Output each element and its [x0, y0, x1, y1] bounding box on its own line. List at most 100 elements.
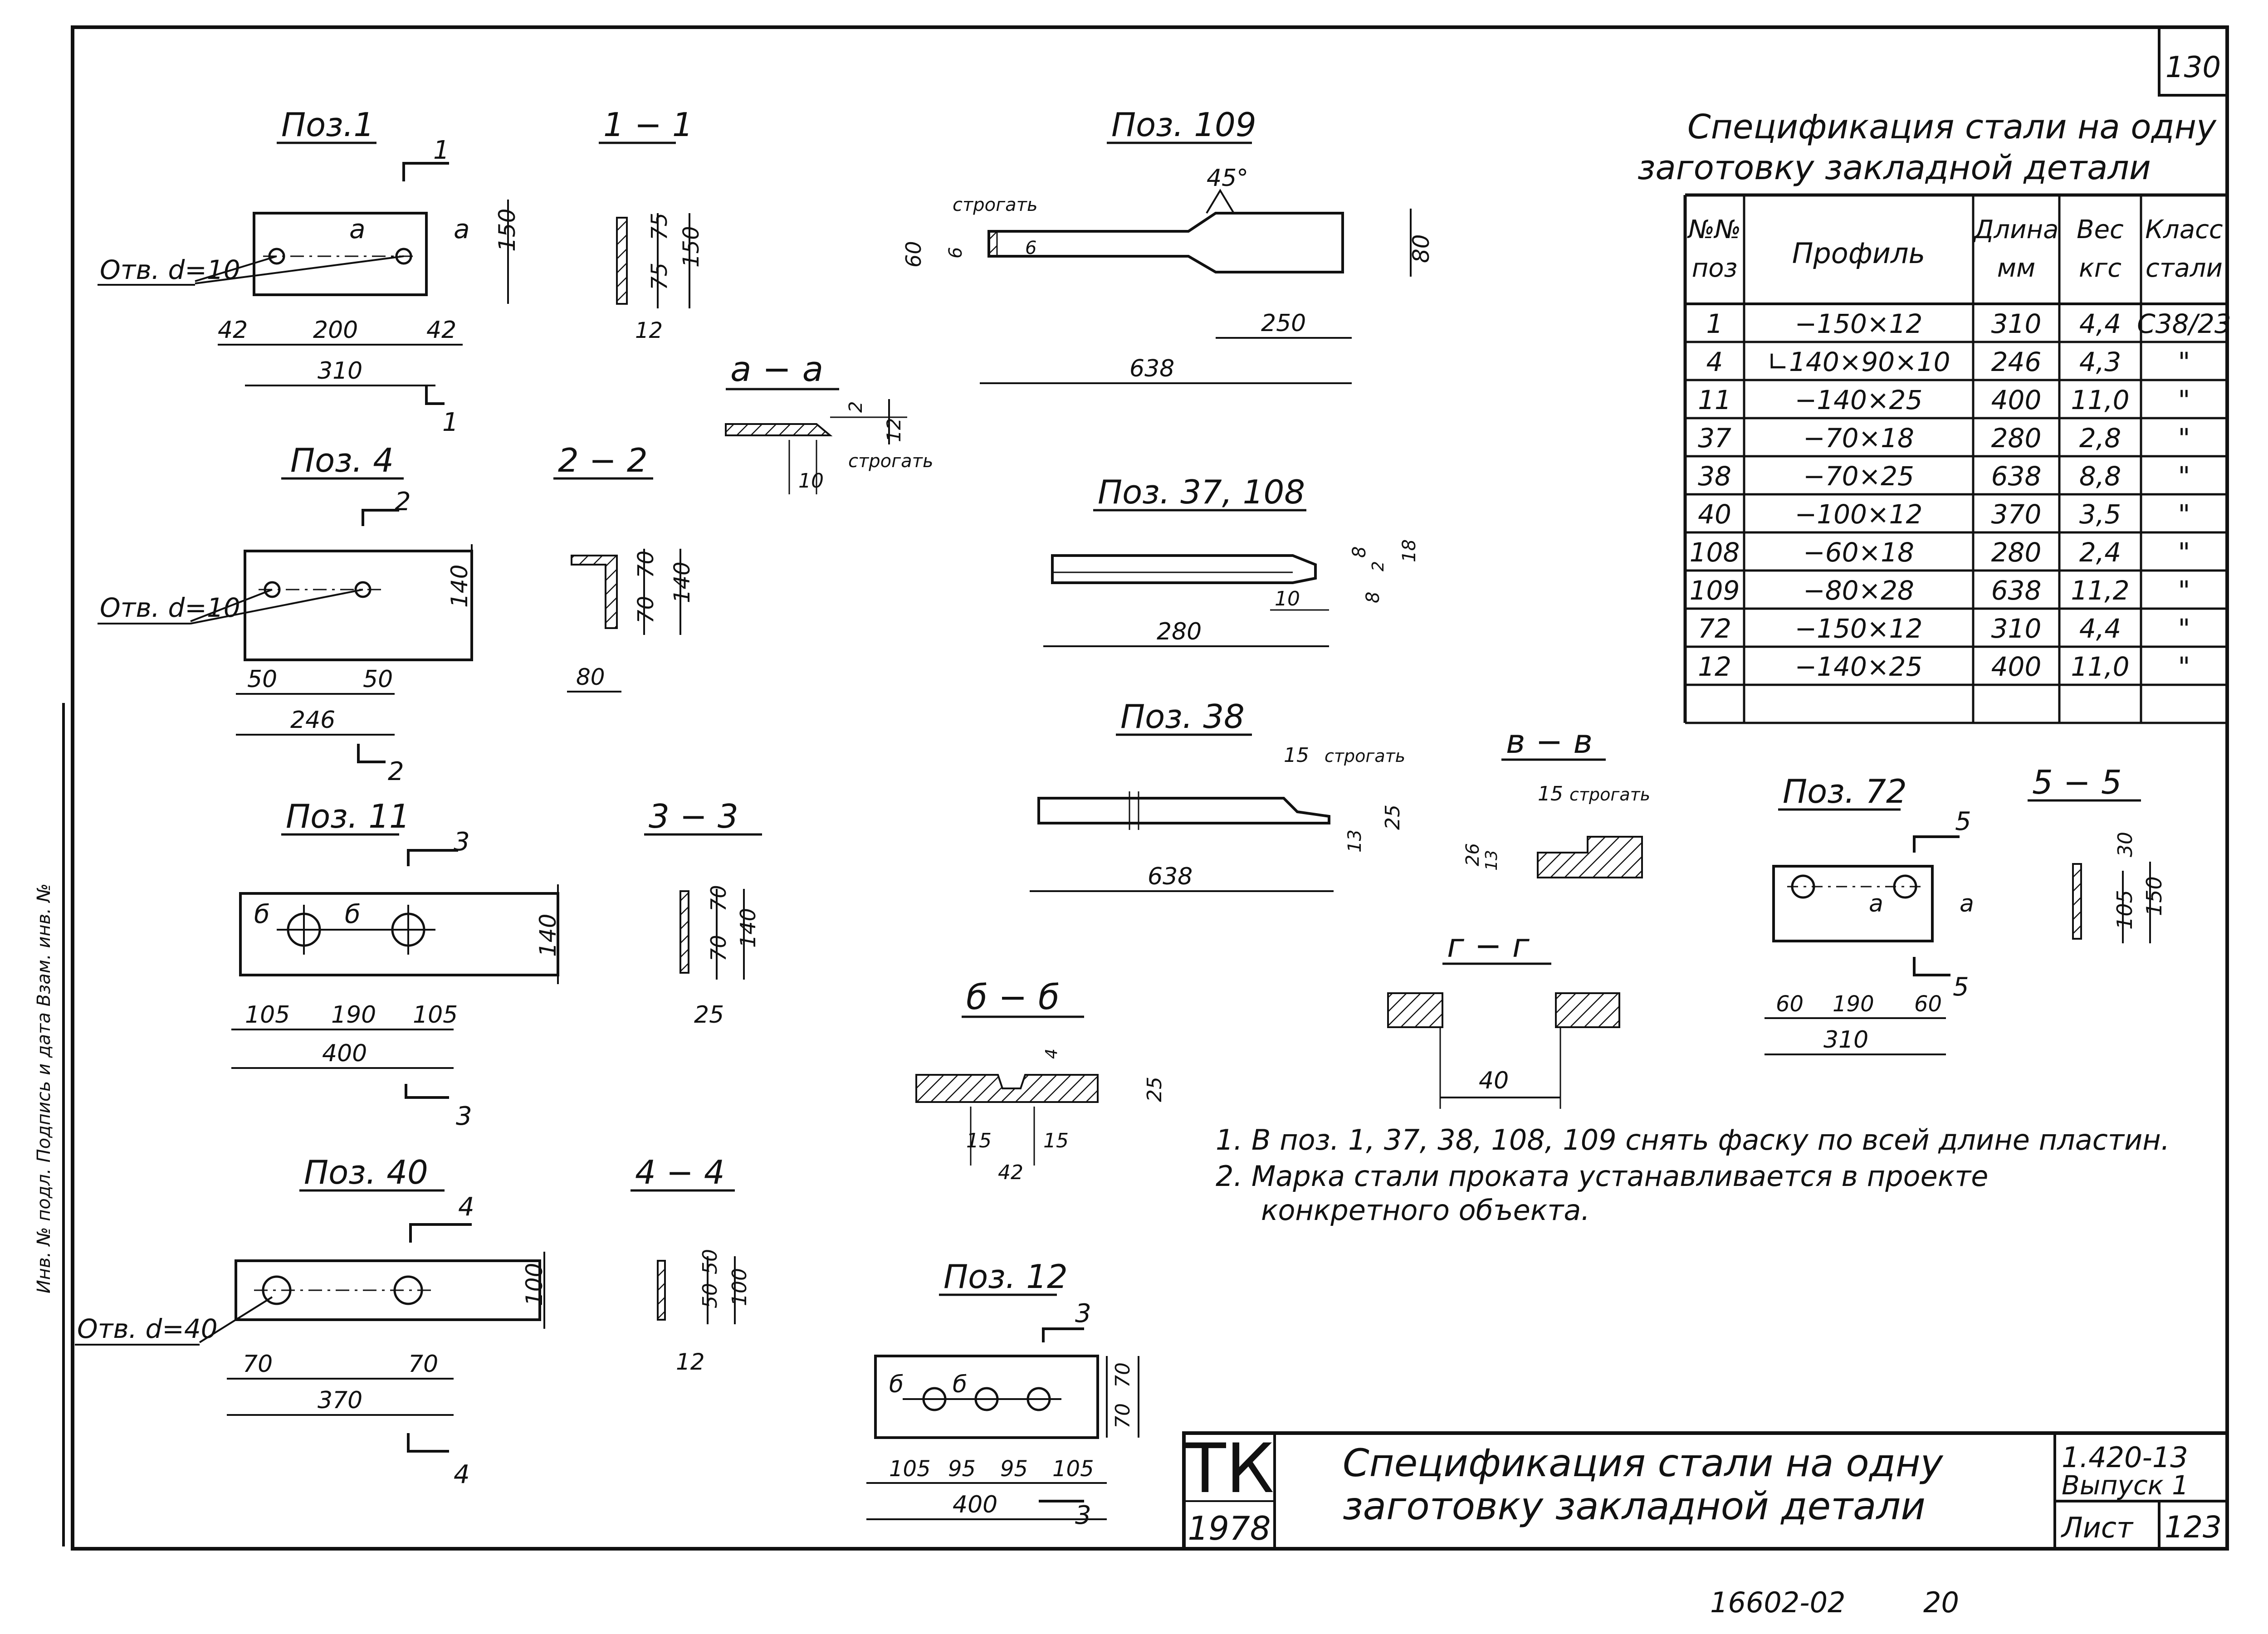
view-section-5-5: 5 − 5 30 105 150 [2028, 763, 2166, 943]
poz12-dim-3: 105 [1052, 1456, 1094, 1482]
poz11-dim-1: 190 [331, 1001, 376, 1029]
sheet-number: 123 [2165, 1510, 2222, 1545]
table-cell: −150×12 [1795, 308, 1923, 339]
table-cell: 4,4 [2079, 613, 2121, 644]
poz40-hole-label: Отв. d=40 [77, 1313, 218, 1344]
view-section-a-a: а − а 2 12 10 строгать [725, 349, 934, 494]
poz109-dim-3: 80 [1408, 234, 1434, 263]
bb-dim-3: 15 [1043, 1129, 1069, 1152]
poz72-dim-3: 310 [1823, 1026, 1868, 1054]
poz38-dim-3: 638 [1148, 863, 1193, 890]
poz11-dim-0: 105 [245, 1001, 290, 1029]
poz12-dim-4: 400 [953, 1491, 997, 1518]
table-header: Профиль [1792, 237, 1925, 270]
poz11-dim-2: 105 [413, 1001, 458, 1029]
poz12-cut: 3 [1075, 1299, 1091, 1328]
poz12-dim-2: 95 [1000, 1456, 1028, 1482]
poz37-dim-0: 8 [1349, 546, 1370, 558]
title-year: 1978 [1188, 1509, 1271, 1547]
table-cell: 3,5 [2079, 499, 2121, 530]
table-cell: 11,0 [2071, 385, 2129, 415]
page-number: 130 [2165, 51, 2221, 84]
table-cell: 37 [1698, 423, 1731, 454]
s22-dim-2: 140 [670, 561, 695, 603]
poz37-dim-2: 18 [1399, 539, 1420, 562]
view-poz1: Поз.1 Отв. d=10 а а 42 200 42 310 150 1 … [98, 106, 520, 437]
page-number-box: 130 [2158, 26, 2229, 97]
s55-dim-1: 105 [2112, 890, 2137, 930]
bottom-mark-num: 20 [1923, 1586, 1959, 1619]
poz4-dim-1: 50 [363, 666, 393, 693]
poz11-mark-2: б [345, 900, 361, 929]
table-cell: 400 [1991, 651, 2042, 682]
table-cell: −70×25 [1803, 461, 1914, 492]
issue: Выпуск 1 [2062, 1470, 2189, 1501]
view-section-b-b: б − б 4 25 15 15 42 [915, 977, 1166, 1184]
gg-dim-0: 40 [1479, 1067, 1509, 1094]
poz12-mark: б [889, 1371, 904, 1398]
s22-title: 2 − 2 [558, 441, 648, 479]
table-cell: " [2178, 499, 2190, 530]
poz109-dim-2: 6 [1025, 238, 1036, 259]
title-line1: Спецификация стали на одну [1343, 1441, 1944, 1485]
spec-table: Спецификация стали на одну заготовку зак… [1637, 107, 2231, 724]
poz12-mark-2: б [953, 1371, 967, 1398]
table-header: кгс [2079, 254, 2121, 283]
s33-dim-0: 70 [706, 885, 731, 912]
view-poz40: Поз. 40 Отв. d=40 70 70 370 100 4 4 [75, 1153, 547, 1489]
poz40-dim-3: 100 [521, 1263, 547, 1306]
title-block: ТК 1978 Спецификация стали на одну загот… [1182, 1429, 2229, 1551]
table-cell: 638 [1991, 575, 2042, 606]
poz1-hole-label: Отв. d=10 [100, 254, 240, 285]
table-cell: 11,0 [2071, 651, 2129, 682]
view-section-v-v: в − в 15 строгать 26 13 [1462, 722, 1650, 878]
poz40-title: Поз. 40 [304, 1153, 428, 1191]
poz11-cut: 3 [454, 827, 470, 857]
table-cell: " [2178, 346, 2190, 377]
poz109-dim-1: 6 [945, 247, 966, 259]
view-section-g-g: г − г 40 [1387, 927, 1620, 1109]
poz4-dim-3: 140 [446, 565, 473, 608]
poz1-cut-2: 1 [442, 408, 459, 437]
poz72-dim-1: 190 [1833, 991, 1874, 1017]
poz12-title: Поз. 12 [943, 1258, 1068, 1296]
title-line2: заготовку закладной детали [1343, 1484, 1926, 1528]
notes: 1. В поз. 1, 37, 38, 108, 109 снять фаск… [1216, 1123, 2170, 1227]
s11-title: 1 − 1 [603, 106, 693, 144]
view-poz4: Поз. 4 Отв. d=10 50 50 246 140 2 2 [98, 441, 473, 786]
s55-dim-2: 150 [2142, 876, 2166, 916]
view-poz38: Поз. 38 15 строгать 25 13 638 [1030, 697, 1405, 892]
table-cell: −140×25 [1795, 385, 1923, 415]
s33-dim-2: 140 [736, 908, 760, 948]
poz12-cut-2: 3 [1075, 1501, 1091, 1530]
table-cell: −100×12 [1795, 499, 1923, 530]
table-cell: 109 [1690, 575, 1740, 606]
view-poz72: Поз. 72 а а 60 190 60 310 5 5 [1765, 772, 1974, 1055]
s55-title: 5 − 5 [2032, 763, 2122, 801]
table-cell: 310 [1991, 613, 2042, 644]
poz11-dim-3: 400 [322, 1040, 367, 1067]
poz11-cut-2: 3 [456, 1102, 472, 1131]
table-cell: −60×18 [1803, 537, 1914, 568]
table-cell: С38/23 [2137, 308, 2231, 339]
bb-dim-0: 4 [1042, 1049, 1061, 1059]
note-2: 2. Марка стали проката устанавливается в… [1216, 1160, 1988, 1193]
poz38-label: строгать [1325, 746, 1405, 766]
view-section-2-2: 2 − 2 70 70 140 80 [553, 441, 695, 693]
table-cell: 246 [1991, 346, 2042, 377]
poz109-dim-5: 638 [1129, 355, 1174, 382]
view-poz11: Поз. 11 б б 105 190 105 400 140 3 3 [231, 797, 561, 1131]
s11-dim-2: 150 [679, 226, 704, 268]
poz72-cut-2: 5 [1953, 972, 1969, 1002]
table-cell: 72 [1698, 613, 1731, 644]
poz37-dim-4: 10 [1275, 587, 1300, 610]
table-header: мм [1997, 254, 2036, 283]
aa-label: строгать [848, 451, 934, 472]
s33-title: 3 − 3 [649, 797, 738, 835]
vv-dim-0: 15 [1538, 782, 1563, 805]
table-cell: 370 [1991, 499, 2042, 530]
poz38-title: Поз. 38 [1120, 697, 1245, 736]
aa-dim-2: 10 [798, 469, 824, 493]
table-header: Длина [1973, 215, 2059, 244]
table-cell: 280 [1991, 423, 2042, 454]
